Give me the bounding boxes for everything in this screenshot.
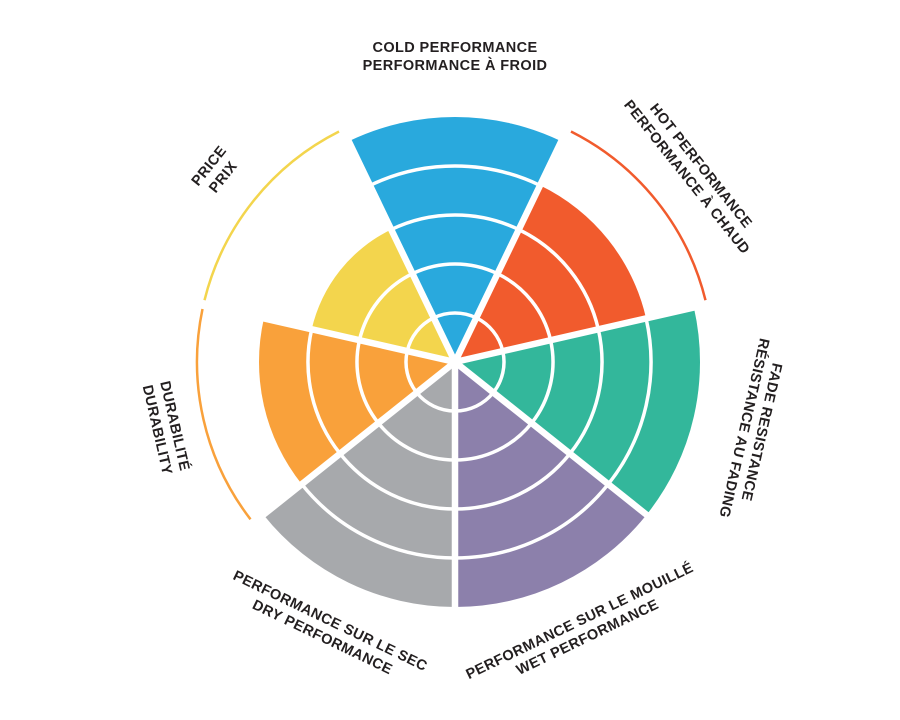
- sector-fade-ring-divider: [568, 328, 604, 455]
- sector-cold-ring-divider: [390, 213, 520, 232]
- sector-dry-ring-divider: [300, 483, 456, 560]
- sector-cold-label-fr: PERFORMANCE À FROID: [363, 57, 548, 74]
- sector-durability-max-ring-arc: [195, 308, 252, 521]
- sector-hot-ring-divider: [496, 272, 553, 341]
- sector-wet-ring-divider: [454, 452, 572, 511]
- sector-price-ring-divider: [405, 316, 435, 352]
- sector-cold-label-en: COLD PERFORMANCE: [372, 40, 537, 56]
- sector-dry-ring-divider: [415, 391, 456, 413]
- sector-separator: [452, 359, 651, 519]
- sector-separator: [454, 303, 697, 366]
- sector-dry-ring-divider: [338, 452, 456, 511]
- sector-cold-ring-divider: [432, 311, 478, 320]
- sector-separator: [344, 138, 458, 364]
- sector-hot-label-en: HOT PERFORMANCE: [646, 101, 755, 232]
- sector-fade-ring-divider: [530, 339, 555, 425]
- sector-separator: [259, 359, 458, 519]
- sector-fade-wedge: [455, 307, 700, 515]
- sector-price-ring-divider: [357, 272, 414, 341]
- sector-dry-ring-divider: [377, 422, 456, 462]
- sector-hot-wedge: [455, 185, 647, 362]
- sector-durability-ring-divider: [355, 339, 380, 425]
- sector-price-max-ring-arc: [203, 130, 340, 301]
- sector-fade-ring-divider: [606, 317, 653, 486]
- sector-dry-wedge: [263, 362, 455, 607]
- sector-fade-ring-divider: [491, 350, 506, 394]
- sector-cold-ring-divider: [369, 164, 541, 187]
- sector-hot-ring-divider: [475, 316, 505, 352]
- sector-wet-ring-divider: [454, 422, 533, 462]
- sector-hot-max-ring-arc: [570, 130, 707, 301]
- sector-cold-ring-divider: [411, 262, 499, 276]
- sector-hot-ring-divider: [518, 227, 601, 330]
- sector-wet-ring-divider: [454, 391, 495, 413]
- sector-separator: [213, 303, 456, 366]
- sector-wet-wedge: [455, 362, 647, 607]
- sector-separator: [452, 138, 566, 364]
- sector-wet-ring-divider: [454, 483, 610, 560]
- sector-durability-ring-divider: [404, 350, 419, 394]
- sector-cold-wedge: [348, 117, 562, 362]
- sector-hot-label-fr: PERFORMANCE À CHAUD: [620, 97, 753, 258]
- sector-durability-ring-divider: [306, 328, 342, 455]
